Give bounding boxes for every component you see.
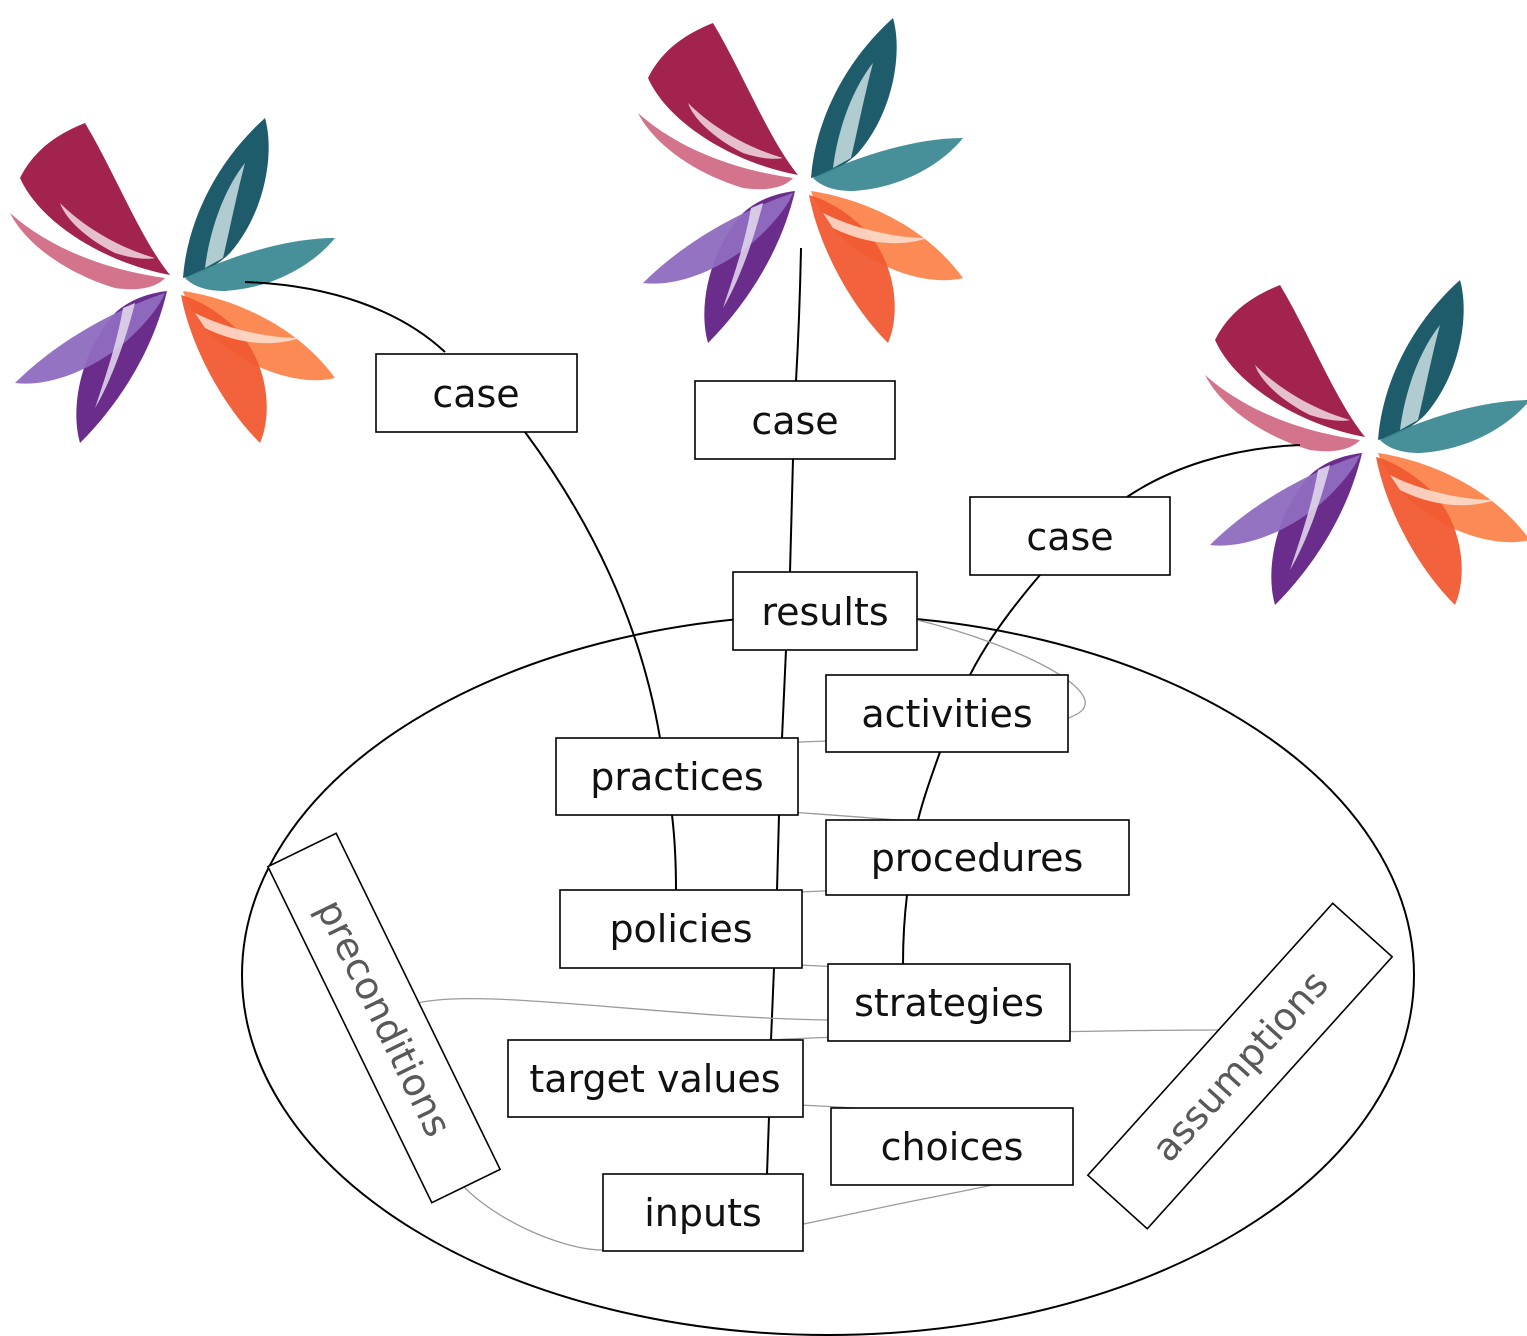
- case-box-center: case: [694, 380, 896, 460]
- flower-logo-icon: [1205, 280, 1527, 605]
- stem-right-bottom: [902, 894, 908, 965]
- activities-label: activities: [861, 692, 1032, 736]
- target-values-box: target values: [507, 1039, 804, 1118]
- inputs-label: inputs: [644, 1191, 762, 1235]
- activities-box: activities: [825, 674, 1069, 753]
- stem-left-bottom: [671, 814, 677, 891]
- stem-right-lower: [969, 574, 1041, 676]
- inputs-box: inputs: [602, 1173, 804, 1252]
- case-box-left: case: [375, 353, 578, 433]
- stem-center-lower2: [770, 967, 775, 1041]
- stem-left: [244, 281, 446, 353]
- procedures-box: procedures: [825, 819, 1130, 896]
- choices-box: choices: [830, 1107, 1074, 1186]
- procedures-label: procedures: [871, 836, 1084, 880]
- assumptions-box: assumptions: [1086, 902, 1394, 1230]
- results-label: results: [761, 590, 888, 634]
- stem-right: [1126, 444, 1301, 498]
- stem-center-bottom: [766, 1116, 770, 1175]
- stem-center-mid: [789, 458, 794, 573]
- strategies-label: strategies: [854, 981, 1044, 1025]
- policies-label: policies: [609, 907, 752, 951]
- preconditions-box: preconditions: [266, 832, 502, 1204]
- case-label: case: [432, 372, 519, 416]
- stem-left-lower: [524, 431, 661, 739]
- stem-center-lower: [776, 814, 780, 891]
- case-label: case: [1026, 515, 1113, 559]
- case-box-right: case: [969, 496, 1171, 576]
- practices-box: practices: [555, 737, 799, 816]
- thread: [387, 619, 1221, 1251]
- strategies-box: strategies: [827, 963, 1071, 1042]
- flower-logo-icon: [10, 118, 335, 443]
- results-box: results: [732, 571, 918, 651]
- stem-center: [795, 247, 802, 382]
- choices-label: choices: [881, 1125, 1024, 1169]
- stem-center-low: [781, 649, 787, 739]
- case-label: case: [751, 399, 838, 443]
- assumptions-label: assumptions: [1143, 962, 1337, 1170]
- policies-box: policies: [559, 889, 803, 969]
- practices-label: practices: [590, 755, 763, 799]
- stem-right-low: [917, 751, 941, 821]
- target-values-label: target values: [529, 1057, 780, 1101]
